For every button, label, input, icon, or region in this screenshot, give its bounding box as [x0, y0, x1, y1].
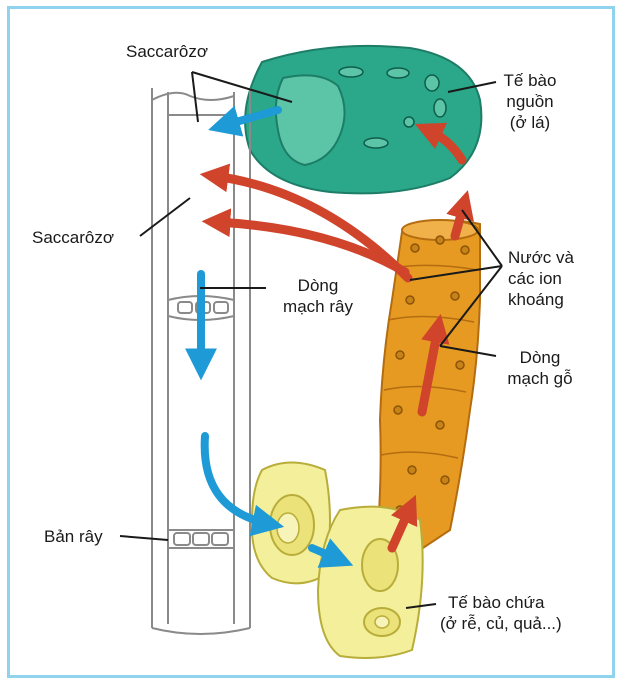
sucrose-left-label: Saccarôzơ [32, 227, 114, 248]
source-cell-label-line: Tế bào [485, 70, 575, 91]
sieve-plate-label: Bản rây [44, 526, 103, 547]
source-cell-label: Tế bào nguồn (ở lá) [485, 70, 575, 133]
phloem-flow-label-line: Dòng [268, 275, 368, 296]
xylem-flow-label: Dòng mạch gỗ [500, 347, 580, 389]
storage-cell-label-line: Tế bào chứa [440, 592, 562, 613]
xylem-flow-label-line: Dòng [500, 347, 580, 368]
chloroplast [425, 75, 439, 91]
source-cell [245, 46, 481, 194]
chloroplast [339, 67, 363, 77]
xylem-flow-label-line: mạch gỗ [500, 368, 580, 389]
water-ions-label: Nước và các ion khoáng [508, 247, 574, 310]
water-ions-label-line: Nước và [508, 247, 574, 268]
water-ions-label-line: các ion [508, 268, 574, 289]
source-cell-label-line: nguồn [485, 91, 575, 112]
storage-cell-label-line: (ở rễ, củ, quả...) [440, 613, 562, 634]
phloem-flow-label: Dòng mạch rây [268, 275, 368, 317]
phloem-flow-label-line: mạch rây [268, 296, 368, 317]
storage-cell-label: Tế bào chứa (ở rễ, củ, quả...) [440, 592, 562, 634]
chloroplast [387, 68, 409, 78]
chloroplast [404, 117, 414, 127]
chloroplast [434, 99, 446, 117]
sucrose-top-label: Saccarôzơ [126, 41, 208, 62]
water-ions-label-line: khoáng [508, 289, 574, 310]
chloroplast [364, 138, 388, 148]
source-cell-label-line: (ở lá) [485, 112, 575, 133]
